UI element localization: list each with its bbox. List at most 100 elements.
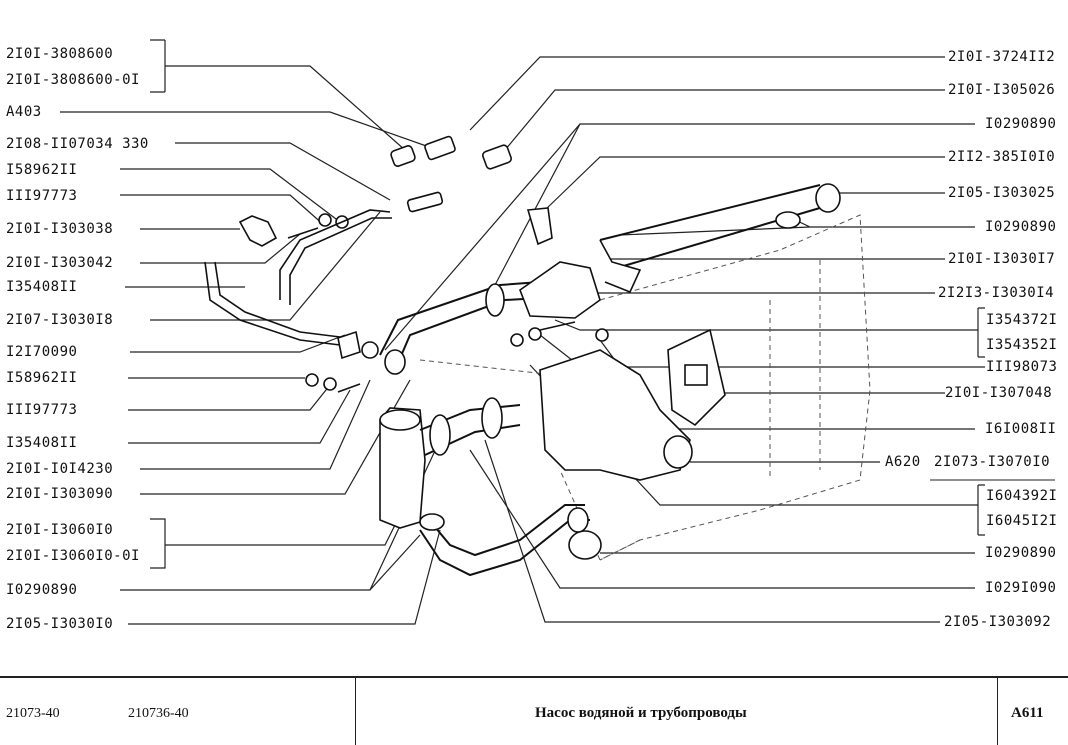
leader-line <box>140 379 411 495</box>
clamp-part <box>567 507 589 533</box>
part-label: 2I2I3-I3030I4 <box>938 285 1055 301</box>
stud-part <box>539 321 576 331</box>
leader-line <box>504 89 945 151</box>
washer-part <box>595 328 609 342</box>
washer-part <box>323 377 337 391</box>
leader-line <box>469 56 945 131</box>
leader-line <box>120 194 326 227</box>
page-title: Насос водяной и трубопроводы <box>535 705 747 721</box>
part-label: 2I0I-I307048 <box>945 385 1053 401</box>
part-label: I0290890 <box>985 116 1057 132</box>
sensor-part <box>526 207 553 246</box>
clamp-part <box>384 349 406 375</box>
leader-line <box>689 364 945 394</box>
leader-line <box>128 529 441 625</box>
nipple-part <box>406 191 444 213</box>
engine-block-outline <box>769 260 821 480</box>
part-label: III97773 <box>6 402 78 418</box>
part-label: I0290890 <box>985 545 1057 561</box>
engine-block-outline <box>419 359 641 561</box>
flange-part <box>361 341 379 359</box>
washer-part <box>305 373 319 387</box>
part-label: 2I05-I3030I0 <box>6 616 114 632</box>
leader-line <box>554 307 985 358</box>
footer-codes-cell: 21073-40 210736-40 <box>0 678 356 745</box>
part-label: 2I08-II07034 330 <box>6 136 149 152</box>
model-code: 21073-40 <box>6 706 60 721</box>
leader-line <box>165 494 411 546</box>
part-label: III98073 <box>986 359 1058 375</box>
stud-part <box>337 383 361 393</box>
part-label: I58962II <box>6 162 78 178</box>
part-label: I354352I <box>986 337 1058 353</box>
stud-part <box>287 227 319 239</box>
fitting-part <box>424 135 456 161</box>
part-label: I604392I <box>986 488 1058 504</box>
footer-title-cell: Насос водяной и трубопроводы <box>355 678 998 745</box>
leader-line <box>128 389 351 444</box>
footer-page-cell: A611 <box>997 678 1068 745</box>
part-label: 2I0I-I3060I0 <box>6 522 114 538</box>
leader-line <box>60 111 433 149</box>
bracket-part <box>238 215 278 247</box>
leader-line <box>150 518 166 569</box>
gasket-part <box>684 364 708 386</box>
hose-part <box>419 504 590 577</box>
part-label: A403 <box>6 104 42 120</box>
part-label: I0290890 <box>6 582 78 598</box>
part-label: I35408II <box>6 435 78 451</box>
clamp-part <box>481 397 503 439</box>
part-label: 2I0I-3808600 <box>6 46 114 62</box>
water-pump-part <box>539 349 691 481</box>
leader-line <box>140 233 301 264</box>
clamp-part <box>568 530 602 560</box>
part-label: I354372I <box>986 312 1058 328</box>
flange-part <box>337 330 361 360</box>
page-number: A611 <box>1011 705 1044 721</box>
model-code: 210736-40 <box>128 706 189 721</box>
leader-line <box>544 156 945 211</box>
part-label: I6045I2I <box>986 513 1058 529</box>
part-label: 2I0I-I3060I0-0I <box>6 548 140 564</box>
clamp-part <box>775 211 801 229</box>
part-label: 2I0I-I303042 <box>6 255 114 271</box>
leader-line <box>529 364 985 536</box>
part-label: 2I05-I303025 <box>948 185 1056 201</box>
part-label: 2I07-I3030I8 <box>6 312 114 328</box>
leader-line <box>469 449 975 589</box>
thermostat-housing-part <box>519 261 601 319</box>
footer-bar: 21073-40 210736-40 Насос водяной и трубо… <box>0 676 1068 745</box>
leader-line <box>120 168 341 223</box>
leader-line <box>384 123 975 351</box>
part-label: III97773 <box>6 188 78 204</box>
part-label: I2I70090 <box>6 344 78 360</box>
leader-line <box>175 142 391 201</box>
part-label: 2I0I-I305026 <box>948 82 1056 98</box>
part-label: A620 <box>885 454 921 470</box>
tube-part <box>204 261 341 346</box>
part-label: 2I073-I3070I0 <box>934 454 1051 470</box>
part-label: I029I090 <box>985 580 1057 596</box>
part-label: 2II2-385I0I0 <box>948 149 1056 165</box>
leader-line <box>140 379 371 470</box>
part-label: I0290890 <box>985 219 1057 235</box>
hose-part <box>379 407 426 529</box>
washer-part <box>528 327 542 341</box>
part-label: I6I008II <box>985 421 1057 437</box>
washer-part <box>318 213 332 227</box>
fitting-part <box>482 144 512 170</box>
pump-shaft-part <box>663 435 693 469</box>
part-label: 2I0I-I3030I7 <box>948 251 1056 267</box>
clamp-part <box>419 513 445 531</box>
part-label: 2I0I-3808600-0I <box>6 72 140 88</box>
leader-line <box>165 65 406 151</box>
leader-line <box>484 439 940 623</box>
part-label: 2I0I-I303038 <box>6 221 114 237</box>
washer-part <box>510 333 524 347</box>
clamp-part <box>429 414 451 456</box>
clamp-part <box>485 283 505 317</box>
leader-line <box>130 334 346 353</box>
clamp-part <box>379 409 421 431</box>
part-label: 2I0I-3724II2 <box>948 49 1056 65</box>
